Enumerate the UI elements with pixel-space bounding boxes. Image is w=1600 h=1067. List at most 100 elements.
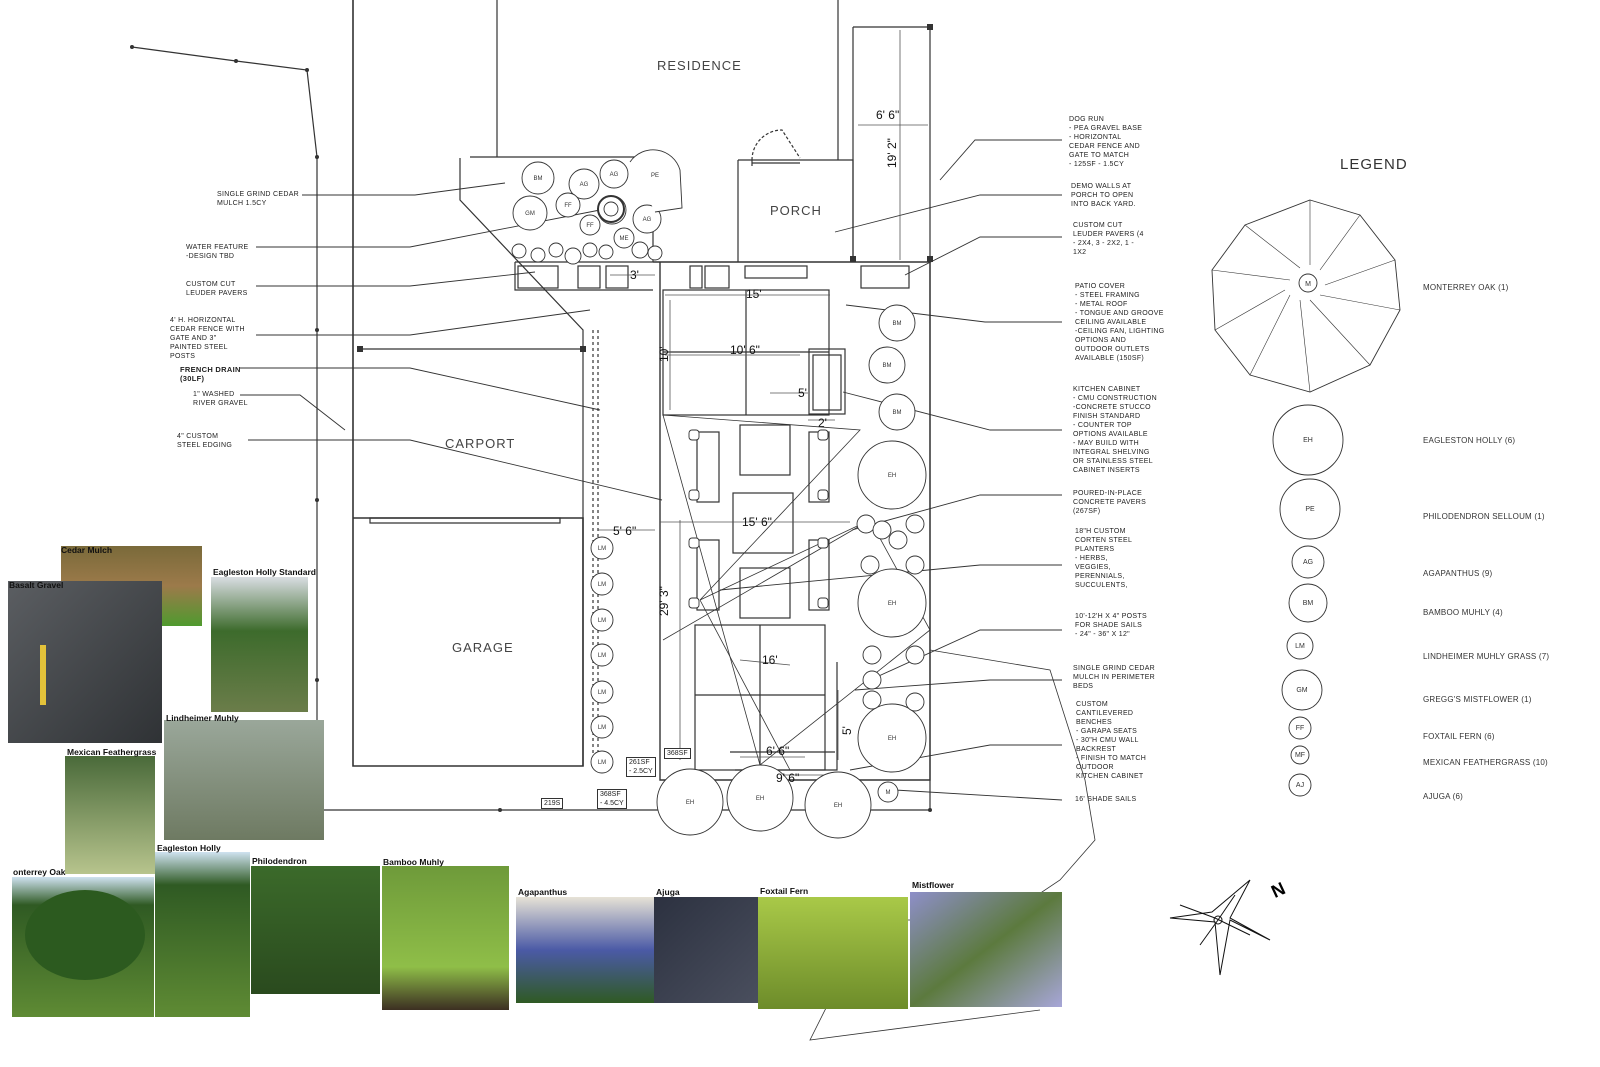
- callout-benches: CUSTOM CANTILEVERED BENCHES - GARAPA SEA…: [1076, 701, 1147, 780]
- caption-lindheimer: Lindheimer Muhly: [166, 713, 239, 723]
- legend-item-feathergrass: Mexican Feathergrass (10): [1423, 758, 1548, 767]
- photo-lindheimer: [164, 720, 324, 840]
- legend-item-lindheimer: Lindheimer Muhly Grass (7): [1423, 652, 1550, 661]
- svg-text:EH: EH: [686, 800, 694, 806]
- dim-5ft-bench: 5': [840, 726, 854, 735]
- legend-ff-symbol: [1288, 716, 1312, 740]
- callout-shade-sails: 16' SHADE SAILS: [1075, 796, 1137, 803]
- callout-cedar-fence: 4' H. HORIZONTAL CEDAR FENCE WITH GATE A…: [170, 317, 245, 360]
- svg-text:ME: ME: [620, 236, 629, 242]
- plan-plants: [511, 149, 927, 839]
- svg-text:LM: LM: [598, 618, 606, 624]
- dim-dog-run-length: 19' 2": [885, 138, 899, 168]
- leader-lines: [240, 139, 1063, 801]
- photo-philodendron: [251, 866, 380, 994]
- photo-feathergrass: [65, 756, 155, 874]
- legend-ag-symbol: [1291, 545, 1325, 579]
- legend-eh-symbol: [1272, 404, 1344, 476]
- dim-10ft: 10': [657, 346, 671, 362]
- legend-pe-symbol: [1279, 478, 1341, 540]
- legend-bm-symbol: [1288, 583, 1328, 623]
- svg-text:LM: LM: [598, 760, 606, 766]
- photo-ajuga: [654, 897, 760, 1003]
- callout-planters: 18"H CUSTOM CORTEN STEEL PLANTERS - HERB…: [1075, 528, 1133, 589]
- svg-text:LM: LM: [598, 582, 606, 588]
- caption-mistflower: Mistflower: [912, 880, 955, 890]
- callout-patio-cover: PATIO COVER - STEEL FRAMING - METAL ROOF…: [1075, 283, 1165, 362]
- dim-29ft3: 29' 3": [657, 586, 671, 616]
- caption-eagleston-standard: Eagleston Holly Standard: [213, 567, 316, 577]
- caption-basalt-gravel: Basalt Gravel: [9, 580, 64, 590]
- svg-text:LM: LM: [598, 690, 606, 696]
- qty-261sf: 261SF - 2.5CY: [626, 757, 656, 777]
- room-carport: CARPORT: [445, 436, 516, 451]
- room-garage: GARAGE: [452, 640, 514, 655]
- dim-5ft6: 5' 6": [613, 524, 637, 538]
- svg-text:MF: MF: [1295, 752, 1305, 759]
- legend-aj-symbol: [1288, 773, 1312, 797]
- svg-text:LM: LM: [598, 546, 606, 552]
- callout-perimeter-mulch: SINGLE GRIND CEDAR MULCH IN PERIMETER BE…: [1073, 665, 1156, 690]
- legend-oak-symbol: [1211, 199, 1401, 393]
- svg-text:EH: EH: [888, 601, 896, 607]
- dim-5ft: 5': [798, 386, 807, 400]
- dim-10ft6: 10' 6": [730, 343, 760, 357]
- svg-text:EH: EH: [756, 796, 764, 802]
- svg-text:BM: BM: [883, 363, 892, 369]
- dim-9ft6: 9' 6": [776, 771, 800, 785]
- legend-gm-symbol: [1281, 669, 1323, 711]
- svg-text:AG: AG: [610, 172, 619, 178]
- svg-text:AG: AG: [580, 182, 589, 188]
- dim-6ft6: 6' 6": [766, 744, 790, 758]
- room-porch: PORCH: [770, 203, 822, 218]
- legend-item-monterrey-oak: Monterrey Oak (1): [1423, 283, 1509, 292]
- caption-bamboo: Bamboo Muhly: [383, 857, 444, 867]
- svg-text:FF: FF: [586, 223, 594, 229]
- legend-title: LEGEND: [1340, 156, 1408, 173]
- qty-368sf: 368SF - 4.5CY: [597, 789, 627, 809]
- photo-foxtail: [758, 897, 908, 1009]
- plan-linework: [131, 0, 1096, 1041]
- legend-mf-symbol: [1290, 745, 1310, 765]
- svg-text:LM: LM: [1295, 643, 1305, 650]
- room-residence: RESIDENCE: [657, 58, 742, 73]
- callout-custom-pavers: CUSTOM CUT LEUDER PAVERS: [186, 281, 248, 297]
- caption-eagleston: Eagleston Holly: [157, 843, 221, 853]
- svg-text:LM: LM: [598, 653, 606, 659]
- svg-text:BM: BM: [534, 176, 543, 182]
- legend-item-foxtail: Foxtail Fern (6): [1423, 732, 1495, 741]
- caption-agapanthus: Agapanthus: [518, 887, 568, 897]
- photo-mistflower: [910, 892, 1062, 1007]
- svg-text:M: M: [886, 790, 891, 796]
- dim-16ft: 16': [762, 653, 778, 667]
- callout-water-feature: WATER FEATURE -DESIGN TBD: [186, 244, 249, 260]
- svg-text:FF: FF: [564, 203, 572, 209]
- callout-custom-cut-pavers: CUSTOM CUT LEUDER PAVERS (4 - 2X4, 3 - 2…: [1073, 222, 1144, 256]
- svg-text:EH: EH: [834, 803, 842, 809]
- dim-15ft6: 15' 6": [742, 515, 772, 529]
- svg-text:BM: BM: [1303, 600, 1314, 607]
- svg-text:BM: BM: [893, 321, 902, 327]
- legend-item-agapanthus: Agapanthus (9): [1423, 569, 1493, 578]
- caption-oak: onterrey Oak: [13, 867, 66, 877]
- photo-agapanthus: [516, 897, 656, 1003]
- dim-15ft: 15': [746, 287, 762, 301]
- svg-text:FF: FF: [1296, 725, 1305, 732]
- dimension-lines: [598, 30, 928, 776]
- legend-item-bamboo-muhly: Bamboo Muhly (4): [1423, 608, 1503, 617]
- svg-text:GM: GM: [525, 211, 535, 217]
- svg-text:EH: EH: [888, 473, 896, 479]
- callout-concrete-pavers: POURED-IN-PLACE CONCRETE PAVERS (267SF): [1073, 490, 1147, 515]
- svg-text:EH: EH: [1303, 437, 1313, 444]
- callout-kitchen-cabinet: KITCHEN CABINET - CMU CONSTRUCTION -CONC…: [1073, 386, 1157, 474]
- callout-river-gravel: 1" WASHED RIVER GRAVEL: [193, 391, 248, 407]
- photo-bamboo: [382, 866, 509, 1010]
- legend-item-mistflower: Gregg's Mistflower (1): [1423, 695, 1532, 704]
- svg-text:AJ: AJ: [1296, 782, 1304, 789]
- svg-text:LM: LM: [598, 725, 606, 731]
- svg-text:PE: PE: [651, 173, 659, 179]
- legend-item-eagleston-holly: Eagleston Holly (6): [1423, 436, 1516, 445]
